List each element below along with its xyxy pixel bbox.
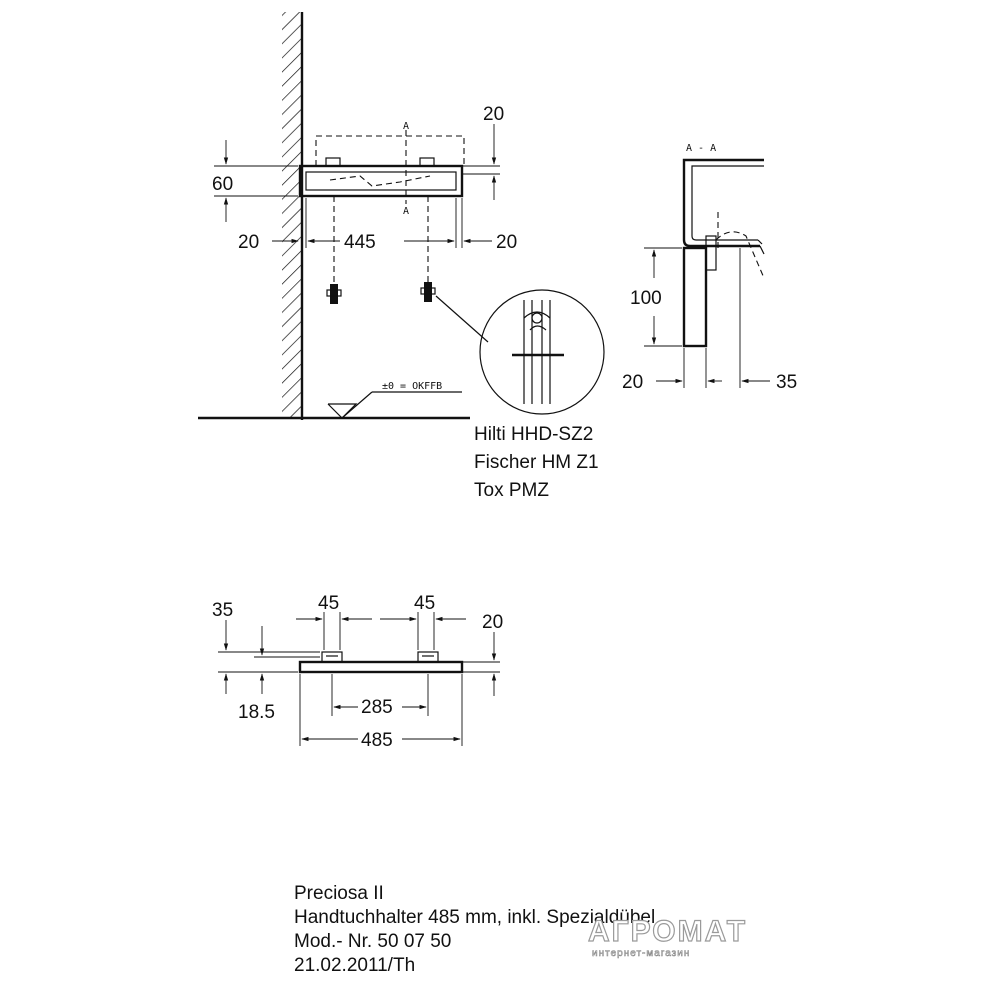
anchor-item-3: Tox PMZ <box>474 480 549 501</box>
dim-left-20-text: 20 <box>238 232 259 253</box>
watermark-tagline: интернет-магазин <box>592 948 691 960</box>
plan-stud-right <box>417 651 439 663</box>
dim-plan-45-right: 45 <box>380 593 466 622</box>
plan-view: 45 45 35 18.5 20 <box>212 593 503 751</box>
dim-section-20-text: 20 <box>622 372 643 393</box>
info-block: Preciosa II Handtuchhalter 485 mm, inkl.… <box>294 882 655 978</box>
anchor-detail <box>479 289 605 415</box>
hidden-outline <box>315 135 465 166</box>
dim-section-100: 100 <box>630 247 682 347</box>
anchor-item-2: Fischer HM Z1 <box>474 452 599 473</box>
dim-35-text: 35 <box>212 600 233 621</box>
dim-top-20: 20 <box>462 104 504 200</box>
product-name: Preciosa II <box>294 883 384 904</box>
holder-inner <box>305 171 457 191</box>
plan-bar <box>298 660 464 674</box>
dim-right-20-text: 20 <box>496 232 517 253</box>
dim-45-right-text: 45 <box>414 593 435 614</box>
stud-left <box>325 157 341 167</box>
dim-height-60: 60 <box>212 140 298 222</box>
section-marker-bottom: A <box>403 206 409 217</box>
dim-plan-20-text: 20 <box>482 612 503 633</box>
dim-plan-285: 285 <box>333 697 427 718</box>
drawing-date: 21.02.2011/Th <box>294 955 416 976</box>
dim-plan-35: 35 <box>212 600 320 694</box>
dim-top-20-text: 20 <box>483 104 504 125</box>
watermark-brand: АГРОМАТ <box>587 915 748 948</box>
section-hidden <box>715 231 765 279</box>
section-profile-inner <box>691 165 764 241</box>
stud-right <box>419 157 435 167</box>
dim-445-text: 445 <box>344 232 376 253</box>
dim-45-left-text: 45 <box>318 593 339 614</box>
hidden-inner <box>329 175 431 187</box>
detail-leader <box>435 295 489 343</box>
floor-reference-label: ±0 = OKFFB <box>382 381 442 392</box>
front-view: ±0 = OKFFB A A <box>198 12 605 420</box>
dim-60-text: 60 <box>212 174 233 195</box>
floor-reference-symbol: ±0 = OKFFB <box>327 381 462 419</box>
holder-outer <box>298 164 464 198</box>
section-bracket <box>682 246 708 348</box>
section-title: A - A <box>686 143 716 154</box>
dim-285-text: 285 <box>361 697 393 718</box>
dim-18-5-text: 18.5 <box>238 702 275 723</box>
dim-row-front: 20 445 20 <box>238 198 517 253</box>
plan-stud-left <box>321 651 343 663</box>
dim-plan-18-5: 18.5 <box>238 626 320 723</box>
anchor-item-1: Hilti HHD-SZ2 <box>474 424 593 445</box>
section-view: A - A 100 20 35 <box>622 143 797 393</box>
section-marker-top: A <box>403 121 409 132</box>
dim-100-text: 100 <box>630 288 662 309</box>
section-profile-outer <box>682 158 764 248</box>
section-curl <box>757 239 765 255</box>
dim-section-35-text: 35 <box>776 372 797 393</box>
dim-section-row: 20 35 <box>622 248 797 393</box>
product-description: Handtuchhalter 485 mm, inkl. Spezialdübe… <box>294 907 656 928</box>
watermark: АГРОМАТ интернет-магазин <box>587 915 770 960</box>
anchor-left <box>326 284 342 304</box>
model-number: Mod.- Nr. 50 07 50 <box>294 931 452 952</box>
dim-plan-485: 485 <box>301 730 461 751</box>
dim-485-text: 485 <box>361 730 393 751</box>
anchor-list: Hilti HHD-SZ2 Fischer HM Z1 Tox PMZ <box>474 424 599 501</box>
section-stud <box>705 235 717 271</box>
dim-plan-20: 20 <box>462 612 503 696</box>
anchor-right <box>420 282 436 302</box>
dim-plan-45-left: 45 <box>296 593 372 622</box>
wall-hatch <box>282 12 302 417</box>
